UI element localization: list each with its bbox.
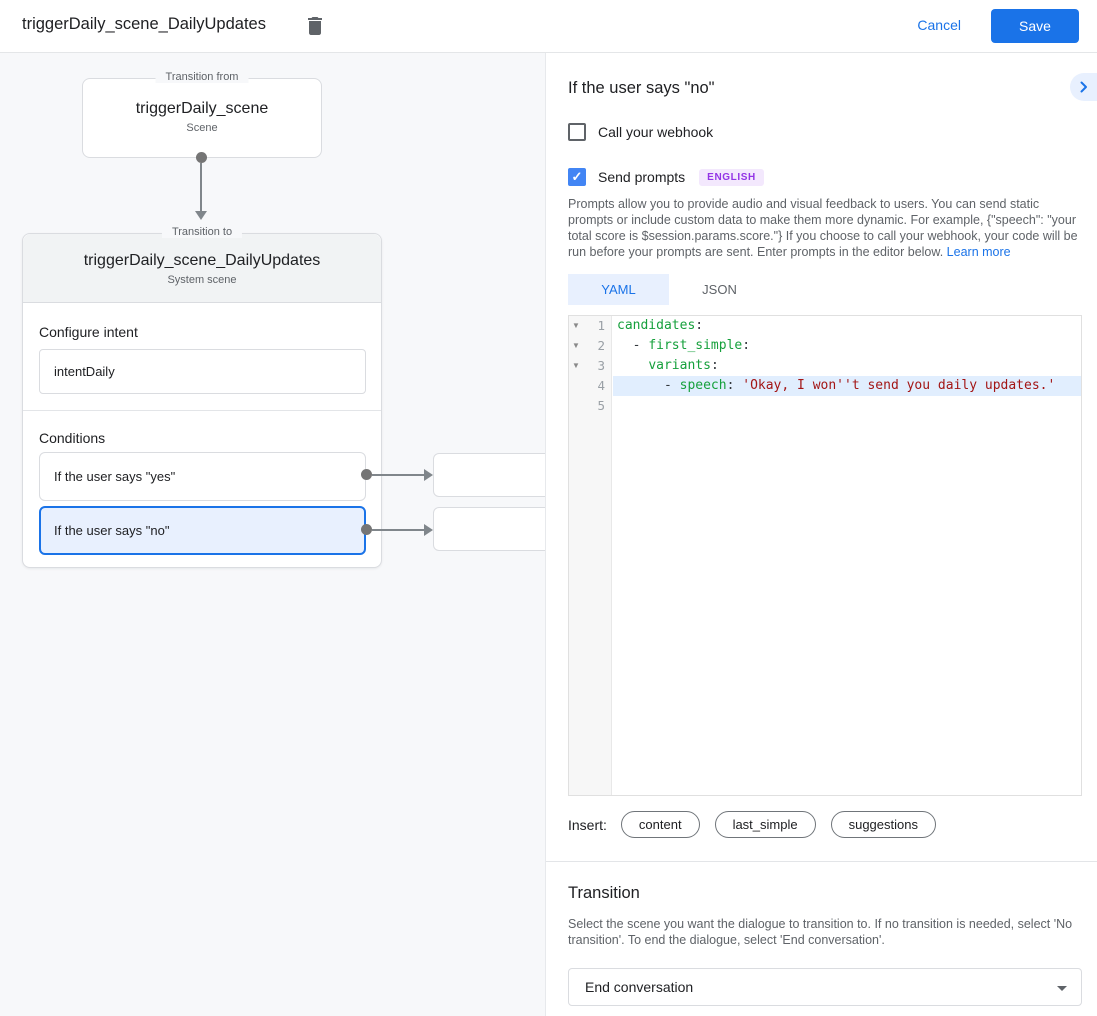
transition-to-label: Transition to <box>161 226 243 238</box>
insert-chip-suggestions[interactable]: suggestions <box>830 811 936 838</box>
arrow-down-icon <box>195 211 207 220</box>
flow-diagram-panel: Transition from triggerDaily_scene Scene… <box>0 53 553 1016</box>
code-line-3[interactable]: ▼ 3 variants: <box>569 356 1081 376</box>
active-line-highlight <box>613 376 1081 396</box>
webhook-label[interactable]: Call your webhook <box>598 124 714 140</box>
insert-chip-last-simple[interactable]: last_simple <box>714 811 816 838</box>
learn-more-link[interactable]: Learn more <box>946 245 1011 259</box>
description-text: Prompts allow you to provide audio and v… <box>568 197 1078 259</box>
to-node-title: triggerDaily_scene_DailyUpdates <box>83 252 321 269</box>
yaml-string: 'Okay, I won''t send you daily updates.' <box>742 378 1056 393</box>
language-badge: ENGLISH <box>699 168 764 186</box>
send-prompts-label[interactable]: Send prompts <box>598 169 686 185</box>
line-number: 3 <box>597 358 605 373</box>
dropdown-arrow-icon <box>1057 986 1067 991</box>
from-node-title: triggerDaily_scene <box>135 100 269 117</box>
fold-icon[interactable]: ▼ <box>572 321 580 330</box>
top-bar: triggerDaily_scene_DailyUpdates Cancel S… <box>0 0 1097 53</box>
yaml-key: first_simple <box>648 338 743 353</box>
condition-row-no[interactable]: If the user says "no" <box>39 506 366 555</box>
transition-from-label: Transition from <box>155 71 249 83</box>
insert-label: Insert: <box>568 816 607 833</box>
code-line-4-active[interactable]: 4 - speech: 'Okay, I won''t send you dai… <box>569 376 1081 396</box>
transition-to-node: Transition to triggerDaily_scene_DailyUp… <box>22 226 382 568</box>
transition-select-value: End conversation <box>585 979 694 995</box>
card-divider <box>23 410 381 411</box>
connector-dot <box>196 152 207 163</box>
conditions-label: Conditions <box>39 430 106 446</box>
connector-dot <box>361 524 372 535</box>
cancel-button[interactable]: Cancel <box>917 17 961 33</box>
transition-section-title: Transition <box>568 884 640 902</box>
to-node-subtitle: System scene <box>167 274 237 286</box>
connector-dot <box>361 469 372 480</box>
prompts-description: Prompts allow you to provide audio and v… <box>568 196 1080 260</box>
line-number: 5 <box>597 398 605 413</box>
code-line-1[interactable]: ▼ 1 candidates: <box>569 316 1081 336</box>
save-button[interactable]: Save <box>991 9 1079 43</box>
section-divider <box>546 861 1097 862</box>
stub-scene-node[interactable] <box>433 507 553 551</box>
line-number: 1 <box>597 318 605 333</box>
to-node-header[interactable]: triggerDaily_scene_DailyUpdates System s… <box>23 234 381 303</box>
editor-gutter <box>569 316 612 795</box>
delete-scene-button[interactable] <box>303 14 327 38</box>
line-number: 2 <box>597 338 605 353</box>
stub-scene-node[interactable] <box>433 453 553 497</box>
arrow-right-icon <box>424 524 433 536</box>
chevron-right-icon <box>1080 81 1087 93</box>
tab-yaml[interactable]: YAML <box>568 274 669 305</box>
yaml-key: variants <box>648 358 711 373</box>
webhook-row: Call your webhook <box>568 123 713 141</box>
webhook-checkbox[interactable] <box>568 123 586 141</box>
fold-icon[interactable]: ▼ <box>572 341 580 350</box>
yaml-key: candidates <box>617 318 696 333</box>
checkmark-icon: ✓ <box>571 169 583 184</box>
line-number: 4 <box>597 378 605 393</box>
transition-select[interactable]: End conversation <box>568 968 1082 1006</box>
condition-detail-panel: If the user says "no" Call your webhook … <box>545 53 1097 1016</box>
tab-json[interactable]: JSON <box>702 282 737 297</box>
from-node-subtitle: Scene <box>186 122 218 134</box>
code-line-2[interactable]: ▼ 2 - first_simple: <box>569 336 1081 356</box>
connector-line <box>372 474 424 476</box>
condition-row-yes[interactable]: If the user says "yes" <box>39 452 366 501</box>
send-prompts-row: ✓ Send prompts ENGLISH <box>568 168 764 186</box>
yaml-key: speech <box>679 378 727 393</box>
insert-row: Insert: content last_simple suggestions <box>568 811 951 838</box>
code-line-5[interactable]: 5 <box>569 396 1081 416</box>
collapse-panel-button[interactable] <box>1070 73 1097 101</box>
send-prompts-checkbox[interactable]: ✓ <box>568 168 586 186</box>
condition-title: If the user says "no" <box>568 79 715 97</box>
intent-field[interactable]: intentDaily <box>39 349 366 394</box>
insert-chip-content[interactable]: content <box>620 811 700 838</box>
trash-icon <box>308 17 322 35</box>
prompt-code-editor[interactable]: ▼ 1 candidates: ▼ 2 - first_simple: ▼ 3 … <box>568 315 1082 796</box>
transition-description: Select the scene you want the dialogue t… <box>568 917 1073 947</box>
fold-icon[interactable]: ▼ <box>572 361 580 370</box>
editor-format-tabs: YAML JSON <box>568 274 770 305</box>
connector-line <box>372 529 424 531</box>
arrow-right-icon <box>424 469 433 481</box>
page-title: triggerDaily_scene_DailyUpdates <box>22 15 266 33</box>
configure-intent-label: Configure intent <box>39 324 138 340</box>
transition-from-node[interactable]: Transition from triggerDaily_scene Scene <box>82 71 322 158</box>
connector-line <box>200 163 202 211</box>
